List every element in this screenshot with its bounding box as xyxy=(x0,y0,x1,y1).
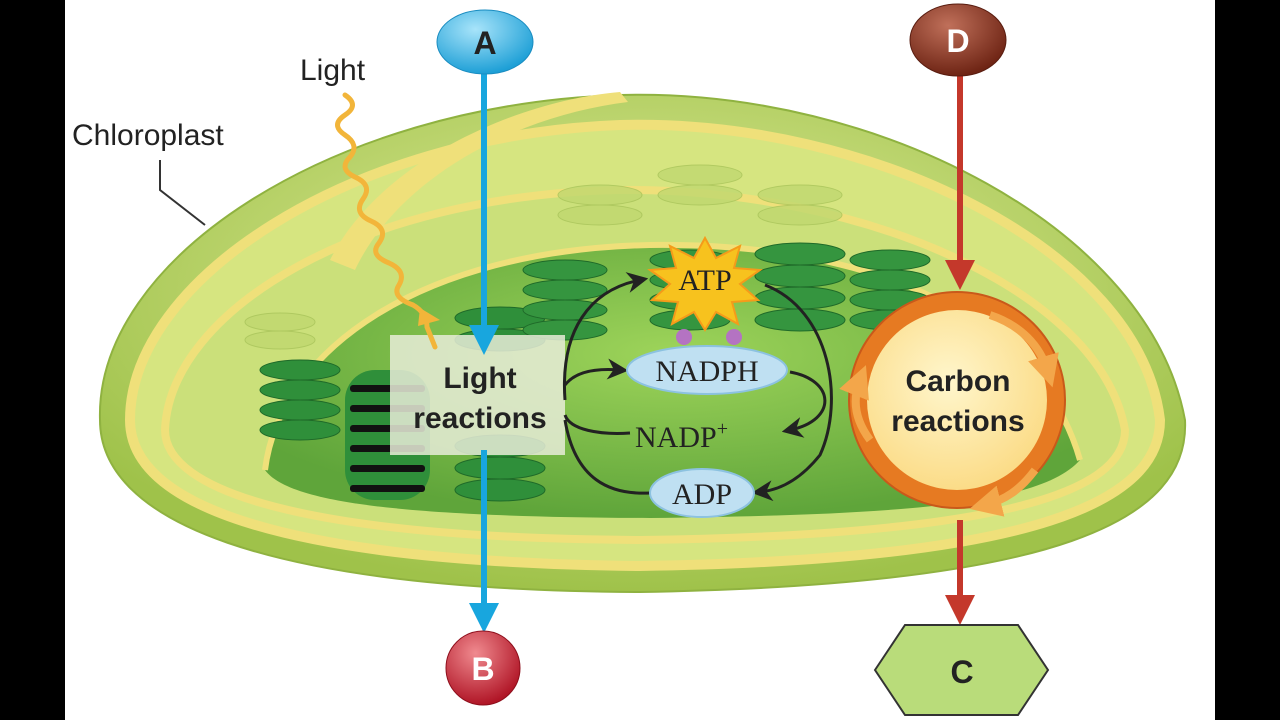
marker-b-label: B xyxy=(471,651,494,687)
marker-a-label: A xyxy=(473,25,496,61)
arrow-nadph-to-nadp xyxy=(781,370,827,438)
arrow-atp-to-adp xyxy=(751,283,833,502)
nadp-label: NADP+ xyxy=(635,418,728,454)
marker-b: B xyxy=(445,630,521,706)
light-wave-arrowhead xyxy=(418,308,440,326)
light-reactions-label-line2: reactions xyxy=(413,402,546,435)
light-reactions-label-line1: Light xyxy=(443,362,516,395)
adp-oval xyxy=(649,468,755,518)
granum-back-left xyxy=(522,259,608,341)
line-from-nadp xyxy=(563,414,631,435)
carbon-reactions-label-line1: Carbon xyxy=(906,365,1011,398)
line-from-adp xyxy=(563,419,651,495)
phosphate-dot xyxy=(676,329,692,345)
marker-a: A xyxy=(436,9,534,75)
phosphate-dot xyxy=(726,329,742,345)
marker-c: C xyxy=(873,624,1050,716)
cycle-arrow-bottom xyxy=(969,467,1039,517)
adp-label: ADP xyxy=(672,478,732,511)
chloroplast-label: Chloroplast xyxy=(72,119,224,152)
arrow-to-nadph xyxy=(563,358,629,386)
calvin-center xyxy=(867,310,1047,490)
atp-starburst: ATP xyxy=(647,235,763,332)
marker-d: D xyxy=(909,3,1007,77)
arrow-to-atp xyxy=(562,272,649,401)
marker-c-label: C xyxy=(950,654,973,690)
light-reactions-box xyxy=(390,335,565,455)
nadph-label: NADPH xyxy=(655,355,758,388)
energy-cycle-arrows xyxy=(562,272,833,502)
cycle-arrow-left xyxy=(839,365,874,443)
chloroplast-leader-line xyxy=(159,160,206,226)
nadph-oval xyxy=(626,345,788,395)
granum-left xyxy=(259,359,341,441)
light-wave xyxy=(335,92,438,350)
carbon-reactions-label-line2: reactions xyxy=(891,405,1024,438)
carbon-reactions-cycle: Carbon reactions xyxy=(839,291,1066,517)
cycle-arrow-top xyxy=(988,311,1059,388)
atp-label: ATP xyxy=(678,264,731,297)
light-label: Light xyxy=(300,54,366,87)
granum-ghosts xyxy=(244,164,843,350)
marker-d-label: D xyxy=(946,23,969,59)
